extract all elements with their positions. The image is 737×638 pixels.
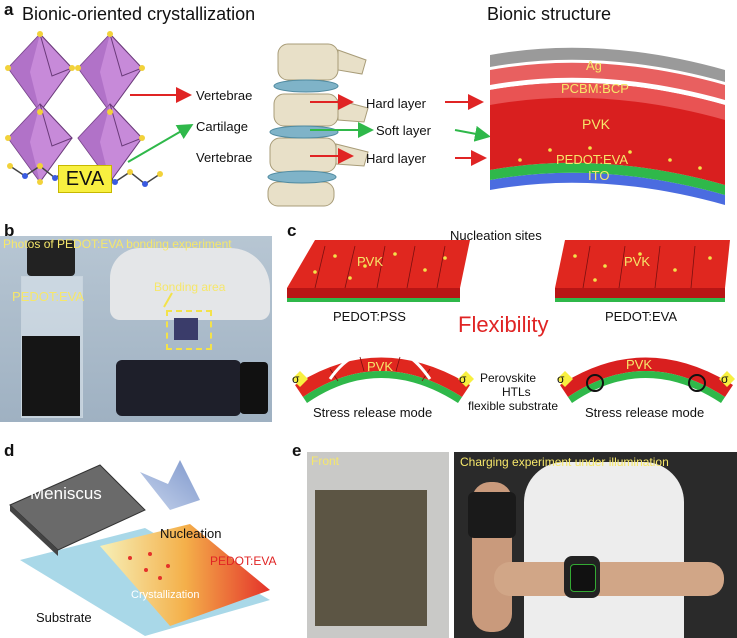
pvk-label-bent-right: PVK — [626, 357, 653, 372]
panel-a-mid-arrows — [310, 94, 491, 166]
flexibility-label: Flexibility — [458, 312, 549, 337]
octahedra-lattice — [5, 31, 163, 187]
panel-b-letter: b — [4, 221, 15, 240]
spine-label-vertebrae-top: Vertebrae — [196, 88, 253, 103]
substrate-label: Substrate — [36, 610, 92, 625]
legend-flexible-substrate: flexible substrate — [468, 399, 559, 413]
panel-e-letter: e — [292, 441, 302, 460]
spine-label-vertebrae-bottom: Vertebrae — [196, 150, 253, 165]
sigma-left-2: σ — [459, 372, 467, 386]
panel-b-caption: Photos of PEDOT:EVA bonding experiment — [3, 237, 232, 251]
meniscus-label: Meniscus — [30, 484, 102, 503]
bonding-photo — [0, 236, 272, 422]
stack-layer-ito: ITO — [588, 168, 610, 183]
stack-layer-pvk: PVK — [582, 116, 611, 132]
spine-label-cartilage: Cartilage — [196, 119, 249, 134]
substrate-label-pedot-pss: PEDOT:PSS — [333, 309, 406, 324]
pvk-block-pedot-pss — [287, 240, 470, 302]
panel-c-letter: c — [287, 221, 297, 240]
bonding-arrow — [163, 292, 173, 308]
vial-label: PEDOT:EVA — [12, 289, 85, 304]
stack-layer-pedot-eva: PEDOT:EVA — [556, 152, 629, 167]
stress-release-right: Stress release mode — [585, 405, 705, 420]
panel-d-letter: d — [4, 441, 15, 460]
bent-block-left — [292, 356, 474, 403]
legend-htls: HTLs — [502, 385, 531, 399]
bent-block-right — [557, 357, 735, 403]
pvk-block-pedot-eva — [555, 240, 730, 302]
panel-a-left-arrows — [127, 87, 194, 163]
stack-layer-ag: Ag — [586, 58, 602, 73]
front-photo — [307, 452, 449, 638]
substrate-label-pedot-eva: PEDOT:EVA — [605, 309, 678, 324]
bonding-area-label: Bonding area — [154, 280, 226, 294]
sigma-right-2: σ — [721, 372, 729, 386]
role-soft-layer: Soft layer — [376, 123, 431, 138]
charging-label: Charging experiment under illumination — [460, 455, 669, 469]
panel-a-letter: a — [4, 0, 14, 19]
pvk-label-bent-left: PVK — [367, 359, 394, 374]
charging-photo — [454, 452, 737, 638]
bionic-layer-stack — [490, 47, 725, 205]
stack-layer-pcbm: PCBM:BCP — [561, 81, 629, 96]
pvk-label-right: PVK — [624, 254, 651, 269]
meniscus-coating-diagram — [9, 460, 270, 636]
pedot-eva-label: PEDOT:EVA — [210, 554, 277, 568]
eva-label: EVA — [58, 165, 112, 193]
front-label: Front — [311, 454, 340, 468]
nucleation-sites-label: Nucleation sites — [450, 228, 542, 243]
stress-release-left: Stress release mode — [313, 405, 433, 420]
panel-a-title-left: Bionic-oriented crystallization — [22, 4, 256, 24]
sigma-right-1: σ — [557, 372, 565, 386]
nucleation-label: Nucleation — [160, 526, 222, 541]
legend-perovskite: Perovskite — [480, 371, 537, 385]
role-hard-layer-top: Hard layer — [366, 96, 426, 111]
crystallization-label: Crystallization — [131, 589, 200, 601]
pvk-label-left: PVK — [357, 254, 384, 269]
role-hard-layer-bottom: Hard layer — [366, 151, 426, 166]
panel-a-title-right: Bionic structure — [487, 4, 612, 24]
sigma-left-1: σ — [292, 372, 300, 386]
